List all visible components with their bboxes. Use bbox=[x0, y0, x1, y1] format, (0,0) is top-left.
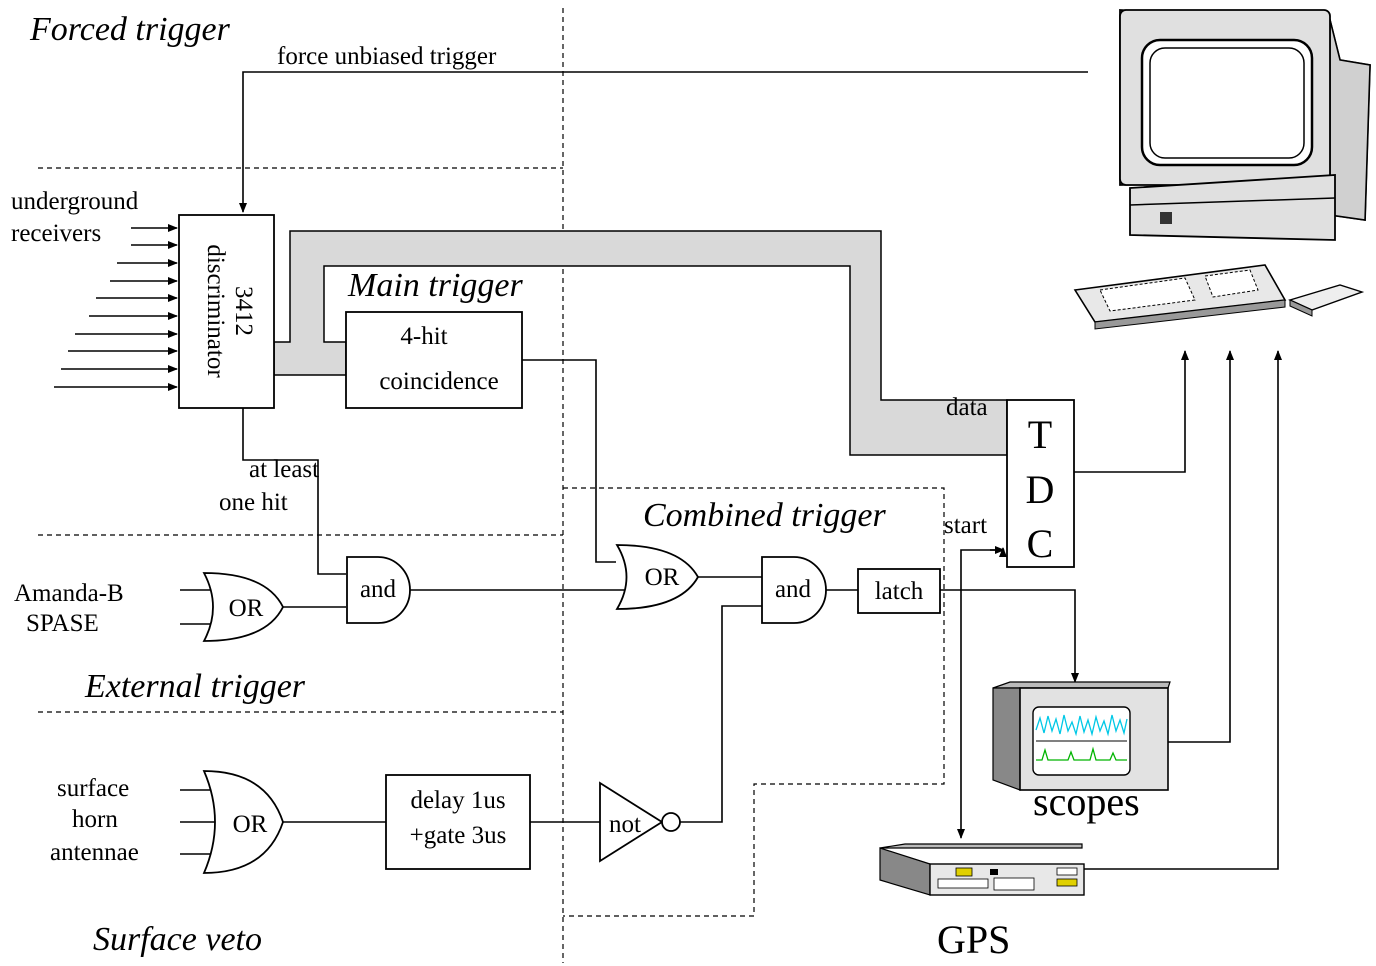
antennae-label: antennae bbox=[50, 839, 139, 866]
gps-start-wire bbox=[957, 549, 1004, 839]
region-title-external: External trigger bbox=[84, 668, 306, 705]
gate-label: +gate 3us bbox=[410, 822, 507, 849]
one-hit-label: one hit bbox=[219, 489, 288, 516]
coincidence-to-or-wire bbox=[522, 359, 616, 563]
and-gate-2 bbox=[761, 556, 827, 624]
not-gate-bubble bbox=[661, 812, 681, 832]
region-title-combined: Combined trigger bbox=[643, 497, 886, 534]
force-trigger-wire bbox=[239, 71, 1088, 213]
region-outlines bbox=[38, 8, 945, 963]
computer-icon bbox=[1119, 9, 1371, 241]
receivers-label: receivers bbox=[11, 220, 101, 247]
and-gate-2-label: and bbox=[775, 576, 812, 603]
gps-label: GPS bbox=[937, 917, 1010, 962]
region-title-veto: Surface veto bbox=[93, 921, 262, 958]
not-gate-label: not bbox=[609, 811, 641, 838]
not-gate bbox=[599, 781, 664, 863]
tdc-to-computer-wire bbox=[1074, 350, 1189, 473]
external-or-label: OR bbox=[229, 595, 264, 622]
oscilloscope-icon bbox=[992, 681, 1171, 791]
tdc-box bbox=[1006, 399, 1075, 568]
delay-label: delay 1us bbox=[410, 787, 505, 814]
and-gate-1-label: and bbox=[360, 576, 397, 603]
veto-or-gate bbox=[202, 770, 284, 874]
combined-or-gate bbox=[615, 544, 700, 610]
mouse-icon bbox=[1288, 284, 1365, 317]
horn-label: horn bbox=[72, 806, 118, 833]
discriminator-box bbox=[178, 214, 275, 409]
keyboard-icon bbox=[1073, 264, 1287, 330]
start-label: start bbox=[944, 512, 987, 539]
coincidence-top-label: 4-hit bbox=[400, 323, 447, 350]
coincidence-bottom-label: coincidence bbox=[379, 368, 498, 395]
gps-receiver-icon bbox=[879, 843, 1085, 896]
coincidence-box bbox=[345, 311, 523, 409]
tdc-t-label: T bbox=[1028, 412, 1052, 457]
force-unbiased-label: force unbiased trigger bbox=[277, 43, 497, 70]
not-to-and-wire bbox=[680, 605, 762, 823]
receiver-input-arrows bbox=[54, 224, 178, 391]
one-hit-wire bbox=[242, 408, 346, 575]
tdc-c-label: C bbox=[1027, 521, 1054, 566]
external-or-gate bbox=[202, 572, 285, 642]
discriminator-text: 3412 discriminator bbox=[202, 244, 257, 378]
latch-to-scope-wire bbox=[940, 589, 1079, 683]
amanda-label: Amanda-B bbox=[14, 580, 124, 607]
svg-text:3412: 3412 bbox=[230, 286, 257, 336]
gps-to-computer-wire bbox=[1084, 350, 1282, 870]
scopes-to-computer-wire bbox=[1168, 350, 1234, 743]
underground-label: underground bbox=[11, 188, 139, 215]
tdc-d-label: D bbox=[1026, 467, 1055, 512]
data-label: data bbox=[946, 394, 988, 421]
veto-or-label: OR bbox=[233, 811, 268, 838]
scopes-label: scopes bbox=[1033, 779, 1140, 824]
region-title-forced: Forced trigger bbox=[29, 11, 231, 48]
svg-text:discriminator: discriminator bbox=[202, 244, 229, 378]
combined-or-label: OR bbox=[645, 564, 680, 591]
spase-label: SPASE bbox=[26, 610, 99, 637]
latch-box bbox=[857, 568, 941, 614]
delay-gate-box bbox=[385, 774, 531, 870]
and-gate-1 bbox=[346, 556, 411, 624]
latch-label: latch bbox=[875, 578, 924, 605]
region-title-main: Main trigger bbox=[347, 267, 523, 304]
surface-label: surface bbox=[57, 775, 129, 802]
